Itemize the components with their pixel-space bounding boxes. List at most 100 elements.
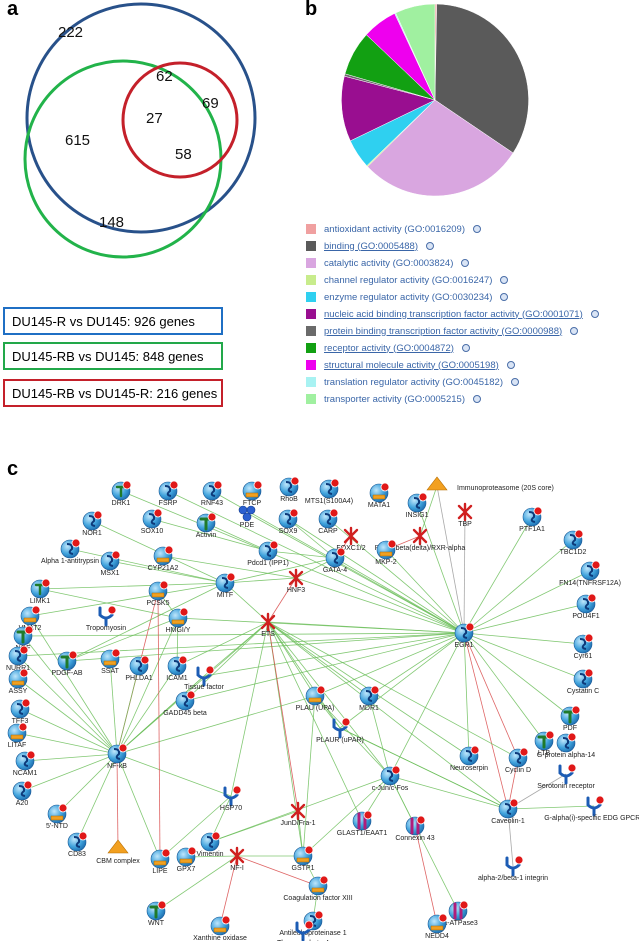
- go-legend-label[interactable]: receptor activity (GO:0004872): [324, 342, 454, 354]
- network-node[interactable]: FTCP: [242, 480, 263, 507]
- network-node[interactable]: WNT: [146, 900, 167, 927]
- network-node[interactable]: MSX1: [100, 550, 121, 577]
- network-node[interactable]: SSAT: [100, 648, 121, 675]
- go-legend-label[interactable]: catalytic activity (GO:0003824): [324, 257, 454, 269]
- network-node[interactable]: SOX9: [279, 508, 299, 535]
- network-node[interactable]: CD83: [67, 831, 88, 858]
- link-icon[interactable]: [472, 395, 481, 403]
- network-node[interactable]: Alpha 1-antitrypsin: [41, 538, 99, 565]
- network-node[interactable]: PDE: [238, 505, 256, 529]
- go-legend-item[interactable]: enzyme regulator activity (GO:0030234): [306, 290, 509, 304]
- network-node[interactable]: LTB: [534, 730, 555, 757]
- network-node[interactable]: MTS1(S100A4): [305, 478, 353, 505]
- go-legend-label[interactable]: antioxidant activity (GO:0016209): [324, 223, 465, 235]
- go-legend-label[interactable]: nucleic acid binding transcription facto…: [324, 308, 583, 320]
- network-node[interactable]: PCSK5: [147, 580, 170, 607]
- network-node[interactable]: GSTP1: [292, 845, 315, 872]
- network-node[interactable]: DRK1: [112, 480, 132, 507]
- network-node[interactable]: HMGI/Y: [166, 607, 191, 634]
- link-icon[interactable]: [506, 361, 515, 369]
- link-icon[interactable]: [511, 378, 520, 386]
- go-legend-label[interactable]: binding (GO:0005488): [324, 240, 419, 252]
- network-node[interactable]: LIMK1: [30, 578, 51, 605]
- network-node[interactable]: PTF1A1: [519, 506, 545, 533]
- network-node[interactable]: Connexin 43: [395, 815, 435, 842]
- go-legend-item[interactable]: binding (GO:0005488): [306, 239, 435, 253]
- network-node[interactable]: Caveolin-1: [491, 798, 525, 825]
- network-node[interactable]: G-alpha(i)-specific EDG GPCRs: [544, 795, 639, 822]
- go-legend-item[interactable]: channel regulator activity (GO:0016247): [306, 273, 509, 287]
- network-node[interactable]: Immunoproteasome (20S core): [426, 476, 554, 492]
- network-node[interactable]: G-protein alpha-14: [537, 732, 595, 759]
- network-node[interactable]: MDR1: [359, 685, 380, 712]
- link-icon[interactable]: [461, 259, 470, 267]
- network-node[interactable]: NOR1: [82, 510, 103, 537]
- link-icon[interactable]: [590, 310, 599, 318]
- network-node[interactable]: PPAR-beta(delta)/RXR-alpha: [375, 526, 466, 552]
- network-node[interactable]: GLAST1/EAAT1: [337, 810, 388, 837]
- network-node[interactable]: NEDD4: [425, 913, 449, 940]
- link-icon[interactable]: [473, 225, 481, 233]
- network-node[interactable]: EGR1: [454, 622, 475, 649]
- link-icon[interactable]: [461, 344, 470, 352]
- network-node[interactable]: LITAF: [7, 722, 28, 749]
- network-node[interactable]: MITF: [215, 572, 236, 599]
- network-node[interactable]: Vimentin: [196, 831, 224, 858]
- network-node[interactable]: c-Jun/c-Fos: [372, 765, 409, 792]
- network-node[interactable]: NF-I: [229, 846, 245, 872]
- network-node[interactable]: PHLDA1: [125, 655, 153, 682]
- network-node[interactable]: CBM complex: [96, 839, 140, 865]
- network-node[interactable]: ASSY: [9, 668, 29, 695]
- network-node[interactable]: Cyr61: [574, 633, 594, 660]
- network-node[interactable]: FN14(TNFRSF12A): [559, 560, 621, 587]
- go-legend-item[interactable]: nucleic acid binding transcription facto…: [306, 307, 599, 321]
- network-node[interactable]: RhoB: [279, 476, 300, 503]
- network-node[interactable]: CYP21A2: [148, 545, 179, 572]
- go-legend-item[interactable]: translation regulator activity (GO:00451…: [306, 375, 520, 389]
- network-node[interactable]: Serotonin receptor: [537, 763, 595, 790]
- go-legend-label[interactable]: structural molecule activity (GO:0005198…: [324, 359, 499, 371]
- go-legend-label[interactable]: enzyme regulator activity (GO:0030234): [324, 291, 493, 303]
- network-node[interactable]: Tropomyosin: [86, 605, 126, 632]
- network-node[interactable]: NCAM1: [13, 750, 38, 777]
- go-legend-label[interactable]: transporter activity (GO:0005215): [324, 393, 465, 405]
- go-legend-item[interactable]: catalytic activity (GO:0003824): [306, 256, 470, 270]
- network-node[interactable]: NF-kB: [107, 743, 128, 770]
- network-node[interactable]: Activin: [196, 512, 217, 539]
- network-node[interactable]: MKP-2: [375, 539, 397, 566]
- network-node[interactable]: A20: [12, 780, 33, 807]
- network-node[interactable]: TBP: [457, 502, 473, 528]
- network-node[interactable]: INSIG1: [406, 492, 429, 519]
- network-node[interactable]: Coagulation factor XIII: [283, 875, 353, 902]
- network-node[interactable]: MATA1: [368, 482, 390, 509]
- network-node[interactable]: Ca-ATPase3: [438, 900, 478, 927]
- go-legend-label[interactable]: translation regulator activity (GO:00451…: [324, 376, 504, 388]
- network-node[interactable]: RNF43: [201, 480, 223, 507]
- network-node[interactable]: GPX7: [177, 846, 197, 873]
- go-legend-label[interactable]: protein binding transcription factor act…: [324, 325, 563, 337]
- network-node[interactable]: PLAUR (uPAR): [316, 717, 364, 744]
- go-legend-item[interactable]: receptor activity (GO:0004872): [306, 341, 470, 355]
- go-legend-item[interactable]: transporter activity (GO:0005215): [306, 392, 481, 406]
- network-node[interactable]: JunD/Fra-1: [280, 801, 316, 827]
- network-node[interactable]: FSRP: [159, 480, 179, 507]
- network-node[interactable]: PDF: [560, 705, 581, 732]
- network-node[interactable]: Cyclin D: [505, 747, 531, 774]
- network-node[interactable]: FOXC1/2: [336, 526, 366, 552]
- network-node[interactable]: Pdcd1 (IPP1): [247, 540, 289, 567]
- go-legend-item[interactable]: structural molecule activity (GO:0005198…: [306, 358, 515, 372]
- network-node[interactable]: Xanthine oxidase: [193, 915, 247, 941]
- network-node[interactable]: PDGF-AB: [51, 650, 83, 677]
- network-node[interactable]: Neuroserpin: [450, 745, 488, 772]
- network-node[interactable]: HNF3: [287, 568, 305, 594]
- network-node[interactable]: SOX10: [141, 508, 164, 535]
- network-node[interactable]: CARP: [318, 508, 339, 535]
- network-node[interactable]: 5'-NTD: [46, 803, 68, 830]
- network-node[interactable]: Cystatin C: [567, 668, 599, 695]
- network-node[interactable]: Tissue factor: [184, 665, 225, 691]
- link-icon[interactable]: [500, 293, 509, 301]
- network-node[interactable]: GATA-4: [323, 547, 347, 574]
- go-legend-label[interactable]: channel regulator activity (GO:0016247): [324, 274, 493, 286]
- network-node[interactable]: HSP70: [220, 785, 242, 812]
- network-node[interactable]: TBC1D2: [560, 529, 587, 556]
